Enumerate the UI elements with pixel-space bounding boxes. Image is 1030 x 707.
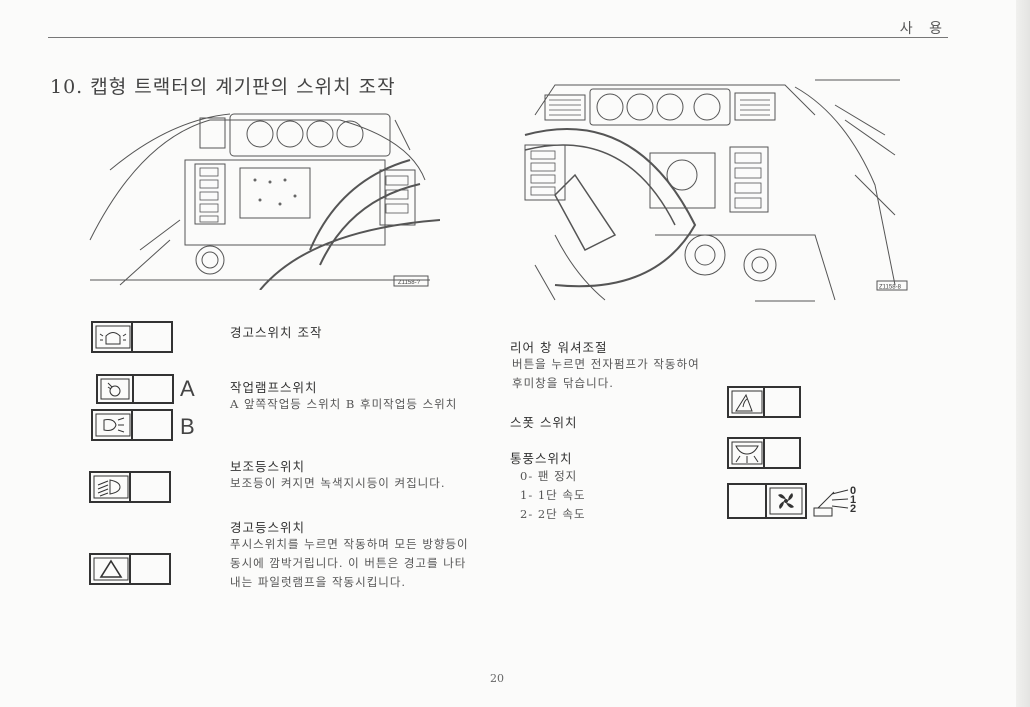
spot-switch-illustration: [727, 437, 801, 469]
aux-light-switch-illustration: [89, 471, 171, 503]
washer-icon: [735, 393, 753, 412]
aux-light-heading: 보조등스위치: [230, 459, 306, 474]
warning-light-line-2: 동시에 깜박거립니다. 이 버튼은 경고를 나타: [230, 556, 467, 570]
fan-label-0: 0: [850, 485, 856, 497]
fan-icon: [778, 493, 794, 509]
hazard-switch-illustration: [91, 321, 173, 353]
warning-light-line-1: 푸시스위치를 누르면 작동하며 모든 방향등이: [230, 537, 469, 551]
warning-light-line-3: 내는 파일럿램프을 작동시킵니다.: [230, 575, 407, 589]
right-figure-code: Z1158-8: [879, 285, 902, 291]
fan-switch-heading: 통풍스위치: [510, 451, 573, 466]
left-dashboard-illustration: Z1158-?: [89, 113, 440, 290]
fan-switch-illustration: 0 1 2: [727, 483, 856, 519]
work-lamp-text: A 앞쪽작업등 스위치 B 후미작업등 스위치: [230, 397, 458, 411]
fan-level-0: 0- 팬 정지: [520, 469, 578, 483]
hazard-switch-heading: 경고스위치 조작: [230, 325, 323, 340]
fan-label-2: 2: [850, 503, 856, 515]
spot-switch-heading: 스폿 스위치: [510, 415, 578, 430]
rear-washer-switch-illustration: [727, 386, 801, 418]
header-rule: [48, 37, 948, 38]
fan-label-1: 1: [850, 494, 856, 506]
label-a: A: [180, 376, 195, 401]
section-header: 사 용: [899, 21, 948, 37]
rear-washer-line-2: 후미창을 닦습니다.: [512, 376, 614, 390]
label-b: B: [180, 414, 195, 439]
work-lamp-heading: 작업램프스위치: [230, 380, 318, 395]
warning-light-switch-illustration: [89, 553, 171, 585]
fan-level-2: 2- 2단 속도: [520, 507, 586, 521]
rear-washer-line-1: 버튼을 누르면 전자펌프가 작동하여: [512, 357, 700, 371]
rear-work-lamp-icon: [103, 417, 125, 433]
headlight-icon: [97, 479, 121, 497]
fan-level-1: 1- 1단 속도: [520, 488, 586, 502]
front-work-lamp-icon: [107, 382, 121, 397]
beacon-icon: [99, 332, 127, 345]
fan-lever-icon: [813, 489, 849, 517]
page-number: 20: [490, 672, 504, 685]
warning-triangle-icon: [99, 559, 123, 578]
front-work-lamp-switch-illustration: [96, 374, 174, 404]
section-title: 10. 캡형 트랙터의 계기판의 스위치 조작: [50, 76, 396, 98]
right-dashboard-illustration: Z1158-8: [524, 79, 908, 302]
warning-light-heading: 경고등스위치: [230, 520, 306, 535]
left-figure-code: Z1158-?: [398, 280, 421, 286]
rear-washer-heading: 리어 창 워셔조절: [510, 340, 608, 355]
rear-work-lamp-switch-illustration: [91, 409, 173, 441]
spot-lamp-icon: [735, 445, 759, 463]
aux-light-text: 보조등이 켜지면 녹색지시등이 켜집니다.: [230, 476, 446, 490]
scan-edge: [1016, 0, 1030, 707]
